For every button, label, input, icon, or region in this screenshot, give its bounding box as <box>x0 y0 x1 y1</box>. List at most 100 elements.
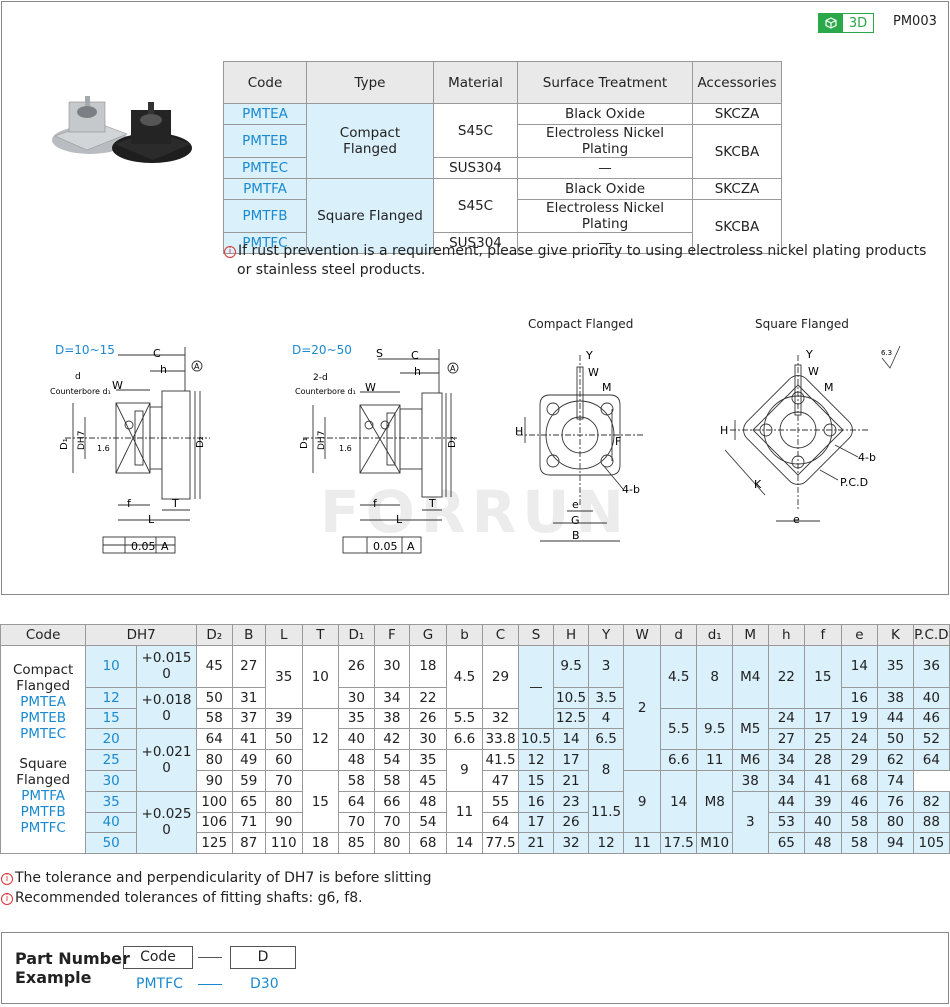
dim-S: S <box>376 347 383 360</box>
d-cell[interactable]: 12 <box>85 686 138 709</box>
code-cell[interactable]: PMTFB <box>223 199 307 233</box>
h-cell: 24 <box>767 707 806 730</box>
dim-W: W <box>808 365 819 378</box>
spec-col-h: h <box>767 624 806 646</box>
surface-cell: Black Oxide <box>517 103 693 125</box>
d-cell[interactable]: 20 <box>85 728 138 751</box>
b-lower-cell: 11 <box>445 790 484 834</box>
f-lower-cell: 28 <box>804 749 842 771</box>
spec-col-f-upper: F <box>373 624 411 646</box>
dim-H: H <box>515 425 523 438</box>
code-cell[interactable]: PMTFC <box>223 232 307 254</box>
g-cell: 22 <box>409 686 447 709</box>
d-lower-cell: 6.6 <box>659 749 698 771</box>
f-lower-cell: 40 <box>804 811 842 834</box>
spec-table: Code DH7 D₂ B L T D₁ F G b C S H Y W d d… <box>0 624 950 855</box>
g-cell: 48 <box>409 790 447 813</box>
k-cell: 80 <box>877 811 914 834</box>
dim-W: W <box>365 381 376 394</box>
pcd-cell: 52 <box>912 728 950 751</box>
roughness: 1.6 <box>97 444 110 453</box>
b-lower-cell: 6.6 <box>445 728 484 751</box>
s-cell: 12 <box>517 749 555 771</box>
e-cell: 16 <box>840 686 879 709</box>
spec-col-e: e <box>840 624 879 646</box>
surface-roughness: 6.3 <box>881 349 892 357</box>
k-cell: 68 <box>840 769 879 792</box>
surface-cell: Black Oxide <box>517 178 693 200</box>
h-cell: 22 <box>767 644 806 709</box>
code-box: Code <box>123 946 193 969</box>
d-cell[interactable]: 50 <box>85 832 138 855</box>
c-cell: 33.8 <box>482 728 519 751</box>
range-label-large: D=20~50 <box>292 343 352 357</box>
code-group-cell: Compact Flanged PMTEA PMTEB PMTEC Square… <box>0 644 87 855</box>
dim-D1: D₁ <box>59 438 70 450</box>
spec-col-d: d <box>659 624 698 646</box>
pcd-cell: 105 <box>912 832 950 855</box>
code-cell[interactable]: PMTEA <box>223 103 307 125</box>
w-cell: 3 <box>731 790 769 855</box>
d-lower-cell: 11 <box>623 832 661 855</box>
spec-col-w: W <box>623 624 661 646</box>
dim-PCD: P.C.D <box>840 476 868 489</box>
y-cell: 3.5 <box>587 686 625 709</box>
g-cell: 30 <box>409 728 447 751</box>
d-cell[interactable]: 35 <box>85 790 138 813</box>
dim-F: F <box>615 435 621 448</box>
y-cell: 11.5 <box>587 790 625 834</box>
dim-B: B <box>572 529 580 542</box>
datum-A: A <box>450 364 456 373</box>
side-view-drawing-large: S C h A 2-d Counterbore d₁ W D₁ DH7 D₂ 1… <box>295 347 459 554</box>
range-label-small: D=10~15 <box>55 343 115 357</box>
surface-cell: — <box>517 232 693 254</box>
b-cell: 41 <box>231 728 266 751</box>
h-upper-cell: 17 <box>553 749 589 771</box>
d-cell[interactable]: 15 <box>85 707 138 730</box>
spec-col-d2: D₂ <box>195 624 233 646</box>
dim-2d: 2-d <box>313 373 328 383</box>
d2-cell: 64 <box>195 728 233 751</box>
code-cell[interactable]: PMTEC <box>223 157 307 179</box>
dim-D2: D₂ <box>447 436 458 448</box>
f-cell: 80 <box>373 832 411 855</box>
dim-f: f <box>127 497 132 510</box>
dim-D2: D₂ <box>195 436 206 448</box>
dim-W: W <box>112 379 123 392</box>
col-type: Type <box>306 61 434 104</box>
b-cell: 71 <box>231 811 266 834</box>
tolerance-cell: +0.018 0 <box>136 686 197 730</box>
code-cell[interactable]: PMTFA <box>223 178 307 200</box>
d-cell[interactable]: 40 <box>85 811 138 834</box>
dim-M: M <box>824 381 834 394</box>
b-cell: 87 <box>231 832 266 855</box>
d-lower-cell: 5.5 <box>659 707 698 751</box>
dim-DH7: DH7 <box>317 431 327 450</box>
spec-col-c: C <box>482 624 519 646</box>
code-cell[interactable]: PMTEB <box>223 124 307 158</box>
y-cell: 6.5 <box>587 728 625 751</box>
col-material: Material <box>433 61 518 104</box>
d-cell[interactable]: 25 <box>85 749 138 771</box>
l-cell: 70 <box>265 769 303 792</box>
dim-f: f <box>373 497 378 510</box>
h-upper-cell: 10.5 <box>553 686 589 709</box>
d1-cell: 35 <box>338 707 375 730</box>
h-cell: 34 <box>767 749 806 771</box>
l-cell: 39 <box>265 707 303 730</box>
g-cell: 54 <box>409 811 447 834</box>
3d-badge[interactable]: 3D <box>818 13 874 33</box>
b-cell: 31 <box>231 686 266 709</box>
counterbore-label: Counterbore d₁ <box>50 387 111 396</box>
f-cell: 42 <box>373 728 411 751</box>
d-cell[interactable]: 30 <box>85 769 138 792</box>
m-cell: M4 <box>731 644 769 709</box>
material-cell: S45C <box>433 178 518 233</box>
d-cell[interactable]: 10 <box>85 644 138 688</box>
d2-cell: 80 <box>195 749 233 771</box>
part-number-title: Part Number Example <box>15 949 130 987</box>
g-cell: 18 <box>409 644 447 688</box>
part-number-example: Part Number Example Code D PMTFC D30 <box>1 932 949 1004</box>
